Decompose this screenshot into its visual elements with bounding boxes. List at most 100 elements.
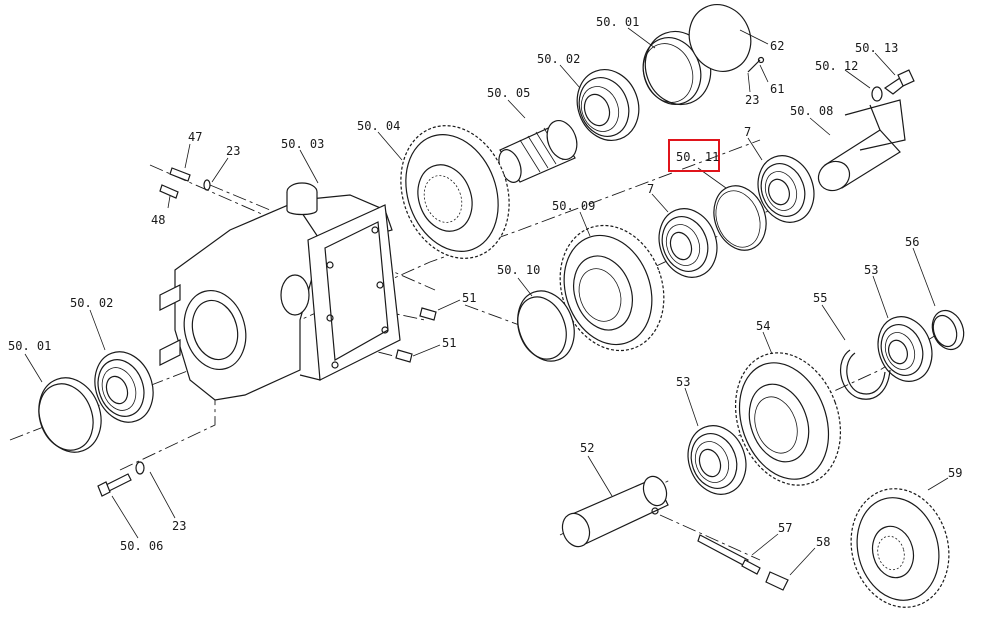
highlight-box-50-11: [668, 139, 720, 172]
screw-48: [159, 184, 179, 199]
leader-5008: [809, 117, 831, 136]
bearing-50-02-top: [576, 69, 640, 141]
gear-59: [850, 488, 950, 608]
plug-58: [765, 571, 789, 591]
label-52: 52: [580, 441, 594, 455]
leader-52: [587, 455, 613, 497]
label-5004: 50. 04: [357, 119, 400, 133]
stud-51-upper: [419, 307, 437, 321]
leader-5003: [299, 149, 319, 184]
leader-54: [762, 331, 773, 355]
leader-61: [759, 64, 769, 83]
bolt-50-06: [97, 473, 132, 497]
centerline-pin: [659, 514, 761, 561]
leader-5002-left: [89, 309, 106, 351]
label-7-mid: 7: [647, 182, 654, 196]
shaft-52: [561, 475, 669, 548]
bolt-50-13: [883, 69, 915, 95]
gear-50-04: [400, 125, 510, 259]
leader-7-top: [747, 137, 763, 161]
label-62: 62: [770, 39, 784, 53]
housing-50-03: [159, 182, 393, 401]
label-5009: 50. 09: [552, 199, 595, 213]
leader-5012: [844, 69, 871, 89]
label-55: 55: [813, 291, 827, 305]
leader-5004: [377, 131, 403, 161]
leader-58: [789, 547, 816, 576]
label-5002-left: 50. 02: [70, 296, 113, 310]
screw-47: [169, 167, 191, 182]
label-5002-top: 50. 02: [537, 52, 580, 66]
washer-23-left: [203, 179, 211, 191]
leader-51-upper: [437, 299, 461, 311]
label-48: 48: [151, 213, 165, 227]
sleeve-50-08: [817, 99, 906, 192]
washer-23-bottom: [135, 461, 145, 475]
bearing-7-mid: [658, 208, 718, 278]
ring-50-01-left: [38, 377, 102, 453]
label-23-top: 23: [745, 93, 759, 107]
leader-5010: [517, 277, 533, 297]
bearing-53-mid: [687, 425, 747, 495]
leader-59: [927, 477, 949, 491]
label-5012: 50. 12: [815, 59, 858, 73]
leader-23-bottom: [149, 471, 176, 519]
leader-56: [912, 247, 936, 307]
stud-51-lower: [395, 349, 413, 363]
centerline-bolt: [119, 390, 216, 471]
label-56: 56: [905, 235, 919, 249]
label-57: 57: [778, 521, 792, 535]
leader-7-mid: [651, 193, 669, 213]
label-5010: 50. 10: [497, 263, 540, 277]
gear-50-09: [559, 224, 665, 352]
label-53-right: 53: [864, 263, 878, 277]
label-59: 59: [948, 466, 962, 480]
gear-54: [734, 352, 842, 486]
label-5013: 50. 13: [855, 41, 898, 55]
leader-5006: [111, 495, 139, 539]
label-5005: 50. 05: [487, 86, 530, 100]
label-5003: 50. 03: [281, 137, 324, 151]
snap-ring-55: [839, 349, 891, 400]
leader-5013: [874, 52, 896, 76]
washer-50-12: [871, 86, 883, 102]
leader-23-left: [211, 157, 229, 183]
bearing-7-top: [757, 155, 815, 223]
pin-57: [697, 534, 761, 575]
leader-47: [184, 143, 191, 169]
ring-56: [931, 309, 965, 351]
label-5006: 50. 06: [120, 539, 163, 553]
label-5001-left: 50. 01: [8, 339, 51, 353]
splined-shaft-50-05: [498, 120, 578, 183]
label-23-bottom: 23: [172, 519, 186, 533]
leader-53-right: [872, 275, 889, 319]
label-58: 58: [816, 535, 830, 549]
label-5011: 50. 11: [676, 150, 719, 164]
label-51-upper: 51: [462, 291, 476, 305]
bearing-53-right: [877, 316, 933, 382]
cover-62: [688, 4, 752, 72]
leader-51-lower: [412, 344, 441, 357]
label-5001-top: 50. 01: [596, 15, 639, 29]
label-7-top: 7: [744, 125, 751, 139]
label-23-left: 23: [226, 144, 240, 158]
leader-5002-top: [559, 64, 581, 89]
leader-53-mid: [684, 387, 699, 427]
label-5008: 50. 08: [790, 104, 833, 118]
label-53-mid: 53: [676, 375, 690, 389]
leader-5001-top: [627, 27, 656, 49]
leader-55: [821, 304, 846, 341]
leader-48: [167, 195, 171, 209]
label-54: 54: [756, 319, 770, 333]
bearing-50-02-left: [94, 351, 154, 423]
leader-57: [751, 533, 779, 556]
label-51-lower: 51: [442, 336, 456, 350]
ring-50-11: [713, 185, 767, 251]
ring-50-10: [517, 290, 575, 362]
leader-5005: [507, 99, 526, 119]
leader-5009: [579, 211, 591, 237]
leader-23-top: [747, 72, 751, 93]
leader-62: [739, 29, 769, 45]
